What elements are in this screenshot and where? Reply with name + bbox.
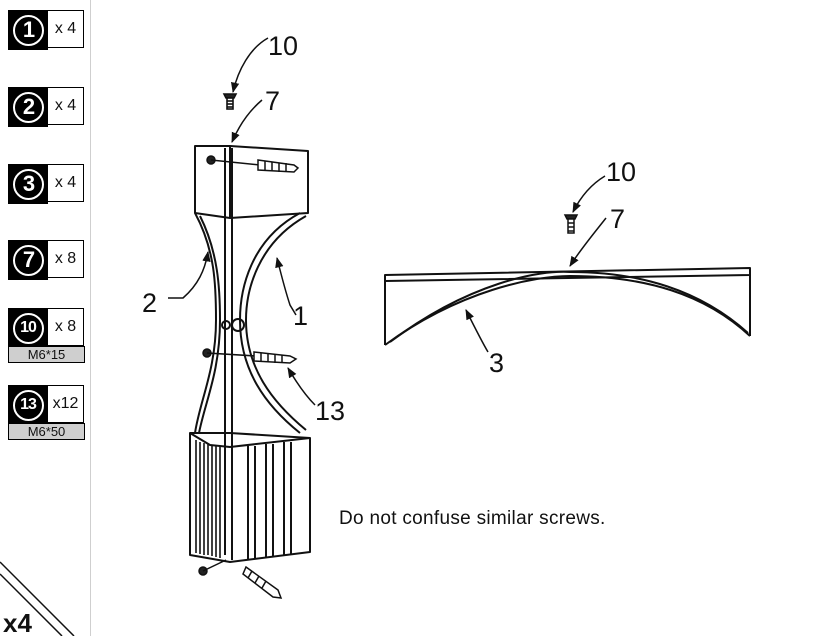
- screw-warning-note: Do not confuse similar screws.: [339, 508, 606, 529]
- assembly-multiplier: x4: [3, 608, 32, 638]
- part-1-entry: 1 x 4: [8, 10, 84, 50]
- part-10-spec: M6*15: [8, 346, 85, 363]
- part-13-spec: M6*50: [8, 423, 85, 440]
- leader-lines: [168, 37, 607, 406]
- callout-1: 1: [293, 301, 308, 331]
- part-1-quantity: x 4: [48, 10, 84, 48]
- screw-long-middle: [202, 348, 298, 364]
- callout-13: 13: [315, 396, 345, 426]
- part-2-entry: 2 x 4: [8, 87, 84, 127]
- screw-apron: [563, 214, 579, 234]
- parts-list: 1 x 4 2 x 4 3 x 4 7 x 8 10 x 8 M6*15 13 …: [0, 0, 91, 636]
- callout-2: 2: [142, 288, 157, 318]
- screw-long-upper: [206, 155, 300, 173]
- corner-fold-lines: [0, 561, 75, 636]
- screw-bottom: [198, 559, 283, 599]
- part-13-entry: 13 x12: [8, 385, 84, 425]
- part-3-quantity: x 4: [48, 164, 84, 202]
- part-7-entry: 7 x 8: [8, 240, 84, 280]
- callout-7-apron: 7: [610, 204, 625, 234]
- callout-10-apron: 10: [606, 157, 636, 187]
- apron-part-3: [384, 267, 751, 346]
- callout-3: 3: [489, 348, 504, 378]
- leg-assembly: [189, 145, 311, 563]
- part-1-badge: 1: [8, 10, 48, 50]
- part-2-quantity: x 4: [48, 87, 84, 125]
- screw-top-m6x15: [222, 93, 238, 110]
- callout-10-leg: 10: [268, 31, 298, 61]
- part-3-badge: 3: [8, 164, 48, 204]
- part-13-quantity: x12: [48, 385, 84, 423]
- part-3-entry: 3 x 4: [8, 164, 84, 204]
- part-10-quantity: x 8: [48, 308, 84, 346]
- callout-7-leg: 7: [265, 86, 280, 116]
- part-10-badge: 10: [8, 308, 48, 348]
- part-7-quantity: x 8: [48, 240, 84, 278]
- part-7-badge: 7: [8, 240, 48, 280]
- part-13-badge: 13: [8, 385, 48, 425]
- part-2-badge: 2: [8, 87, 48, 127]
- part-10-entry: 10 x 8: [8, 308, 84, 348]
